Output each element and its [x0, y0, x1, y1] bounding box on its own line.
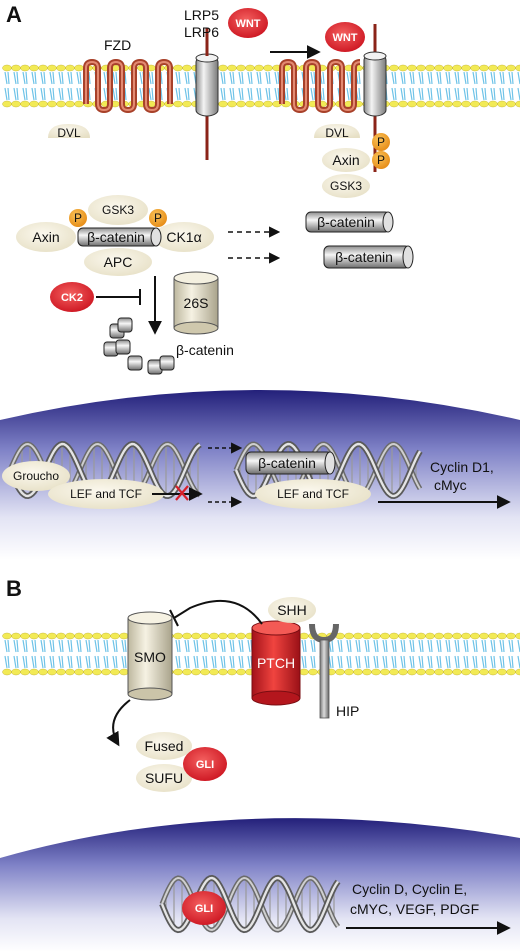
fused-protein: Fused [136, 732, 192, 760]
smo-receptor: SMO [127, 611, 173, 701]
free-bcat-label: β-catenin [317, 214, 375, 230]
nucleus-a [0, 390, 520, 560]
dvl-label-inactive: DVL [57, 126, 81, 140]
dvl-protein-inactive: DVL [48, 124, 90, 140]
proteasome-26s: 26S [173, 271, 219, 335]
wnt-label-bound: WNT [332, 32, 357, 44]
degraded-bcat-label: β-catenin [176, 342, 234, 358]
shh-label: SHH [277, 602, 307, 618]
wnt-ligand-bound: WNT [325, 22, 365, 52]
ptch-inhibition-bar [169, 609, 179, 627]
sufu-label: SUFU [145, 770, 183, 786]
gsk3-membrane: GSK3 [322, 174, 370, 198]
lrp5-label: LRP5 [184, 7, 219, 23]
axin-complex-label: Axin [32, 229, 59, 245]
ptch-receptor: PTCH [251, 620, 301, 706]
ck1a-label: CK1α [166, 229, 201, 245]
apc-label: APC [104, 254, 133, 270]
sufu-protein: SUFU [136, 764, 192, 792]
degraded-bcat-fragments [103, 317, 175, 375]
gli-cyto-label: GLI [196, 759, 214, 771]
fused-label: Fused [145, 738, 184, 754]
ck2-kinase: CK2 [50, 282, 94, 312]
nucleus-b [0, 818, 520, 952]
wnt-ligand-free: WNT [228, 8, 268, 38]
phospho-label: P [377, 153, 385, 167]
hh-target-line1: Cyclin D, Cyclin E, [352, 881, 467, 897]
ptch-label: PTCH [257, 655, 295, 671]
plasma-membrane-a [2, 64, 520, 108]
lef-tcf-repressed: LEF and TCF [48, 479, 164, 509]
phospho-lrp-1: P [372, 133, 390, 151]
axin-membrane: Axin [322, 148, 370, 172]
lrp6-label: LRP6 [184, 24, 219, 40]
nuclear-bcat-label: β-catenin [258, 455, 316, 471]
block-cross-icon [175, 485, 189, 501]
panel-a-letter: A [6, 2, 22, 27]
hh-target-line2: cMYC, VEGF, PDGF [350, 901, 479, 917]
shh-ligand: SHH [268, 597, 316, 623]
gsk3-complex-label: GSK3 [102, 203, 134, 217]
phospho-label: P [377, 135, 385, 149]
ck2-label: CK2 [61, 292, 83, 304]
dvl-label-active: DVL [325, 126, 349, 140]
fzd-receptor-active [279, 58, 361, 114]
ptch-inhibition-curve [173, 599, 263, 625]
gli-nuc-label: GLI [195, 903, 213, 915]
free-bcat-2: β-catenin [323, 245, 414, 269]
free-bcat-1: β-catenin [305, 211, 394, 233]
gli-cytoplasmic: GLI [183, 747, 227, 781]
smo-label: SMO [134, 649, 166, 665]
lef-tcf-label: LEF and TCF [277, 487, 349, 501]
dvl-protein-active: DVL [314, 124, 360, 140]
fzd-receptor [83, 58, 173, 114]
phospho-label: P [154, 211, 162, 225]
lef-tcf-label: LEF and TCF [70, 487, 142, 501]
fzd-label: FZD [104, 37, 131, 53]
destruction-complex: GSK3 Axin CK1α APC β-catenin P P [16, 195, 214, 276]
wnt-target-line2: cMyc [434, 477, 467, 493]
wnt-target-line1: Cyclin D1, [430, 459, 494, 475]
gli-nuclear: GLI [182, 891, 226, 925]
phospho-lrp-2: P [372, 151, 390, 169]
lef-tcf-active: LEF and TCF [255, 479, 371, 509]
hip-label: HIP [336, 703, 359, 719]
free-bcat-label: β-catenin [335, 249, 393, 265]
lrp-receptor-inactive [195, 28, 219, 160]
panel-b-letter: B [6, 576, 22, 601]
axin-label: Axin [332, 152, 359, 168]
gsk3-label: GSK3 [330, 179, 362, 193]
groucho-corepressor: Groucho [2, 461, 70, 491]
hip-receptor [309, 623, 339, 719]
smo-activation-arrow [106, 699, 131, 747]
phospho-label: P [74, 211, 82, 225]
wnt-label-free: WNT [235, 18, 260, 30]
proteasome-label: 26S [184, 295, 209, 311]
groucho-label: Groucho [13, 469, 59, 483]
nuclear-bcat: β-catenin [245, 451, 336, 475]
bcat-complex-label: β-catenin [87, 229, 145, 245]
